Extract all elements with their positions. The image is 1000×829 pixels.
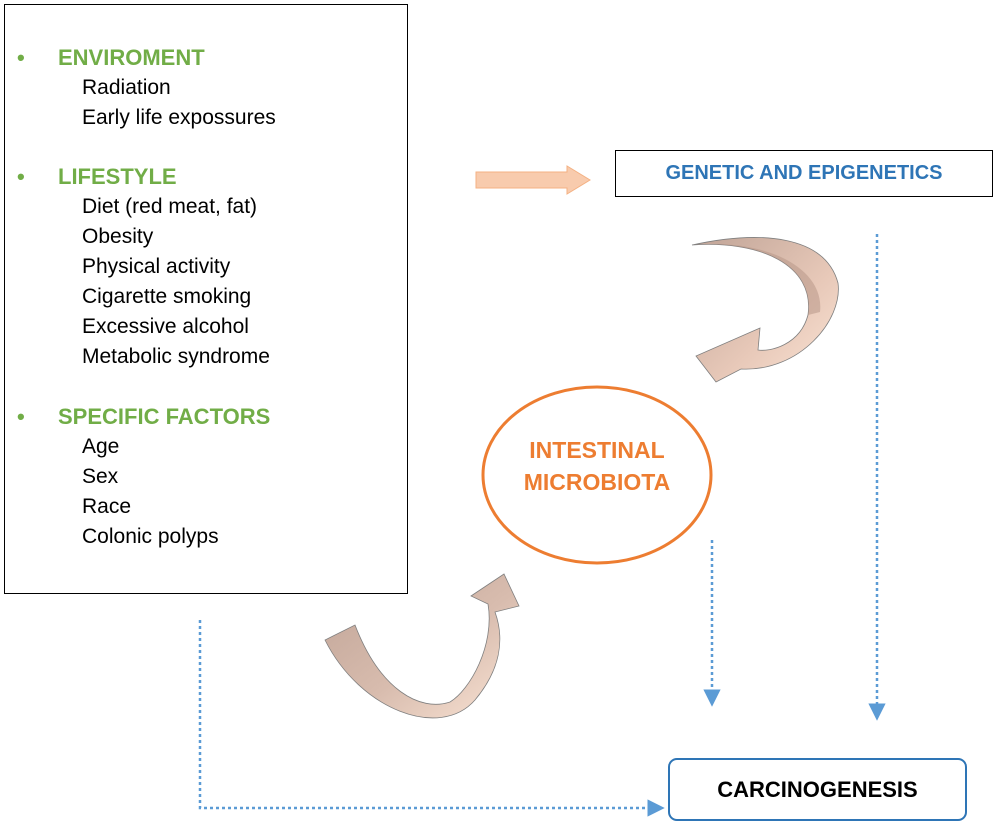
factor-item: Colonic polyps	[82, 525, 219, 548]
factor-item: Metabolic syndrome	[82, 345, 270, 368]
factor-group-lifestyle: • LIFESTYLE Diet (red meat, fat) Obesity…	[5, 162, 405, 372]
factor-item: Physical activity	[82, 255, 231, 278]
factor-item-list: Age Sex Race Colonic polyps	[5, 432, 405, 552]
factor-group-title: LIFESTYLE	[58, 164, 177, 189]
bullet-icon: •	[17, 164, 25, 189]
dotted-arrow-factors-to-carcinogenesis	[198, 620, 665, 817]
factor-item: Cigarette smoking	[82, 285, 252, 308]
factor-item-list: Radiation Early life expossures	[5, 73, 405, 133]
factor-item: Race	[82, 495, 132, 518]
factor-item: Diet (red meat, fat)	[82, 195, 258, 218]
microbiota-label-line1: INTESTINAL	[529, 437, 665, 463]
genetic-epigenetics-box: GENETIC AND EPIGENETICS	[615, 150, 993, 197]
factor-group-title: SPECIFIC FACTORS	[58, 404, 271, 429]
bullet-icon: •	[17, 45, 25, 70]
intestinal-microbiota-ellipse	[481, 385, 713, 565]
factor-item: Sex	[82, 465, 119, 488]
microbiota-label-line2: MICROBIOTA	[523, 469, 671, 495]
curved-arrow-factors-to-microbiota	[324, 573, 520, 719]
factor-item: Obesity	[82, 225, 154, 248]
factor-group-environment: • ENVIROMENT Radiation Early life exposs…	[5, 43, 405, 133]
risk-factors-box: • ENVIROMENT Radiation Early life exposs…	[4, 4, 408, 594]
curved-arrow-genetic-to-microbiota	[691, 237, 839, 383]
carcinogenesis-box: CARCINOGENESIS	[668, 758, 967, 821]
factor-item-list: Diet (red meat, fat) Obesity Physical ac…	[5, 192, 405, 372]
factor-group-title: ENVIROMENT	[58, 45, 205, 70]
genetic-epigenetics-label: GENETIC AND EPIGENETICS	[665, 162, 943, 184]
factor-item: Radiation	[82, 76, 171, 99]
factor-item: Early life expossures	[82, 106, 276, 129]
factor-group-specific: • SPECIFIC FACTORS Age Sex Race Colonic …	[5, 402, 405, 552]
bullet-icon: •	[17, 404, 25, 429]
factor-item: Excessive alcohol	[82, 315, 249, 338]
factor-item: Age	[82, 435, 120, 458]
intestinal-microbiota-label: INTESTINAL MICROBIOTA	[482, 434, 712, 498]
carcinogenesis-label: CARCINOGENESIS	[717, 776, 918, 802]
block-arrow-factors-to-genetic	[475, 165, 591, 195]
